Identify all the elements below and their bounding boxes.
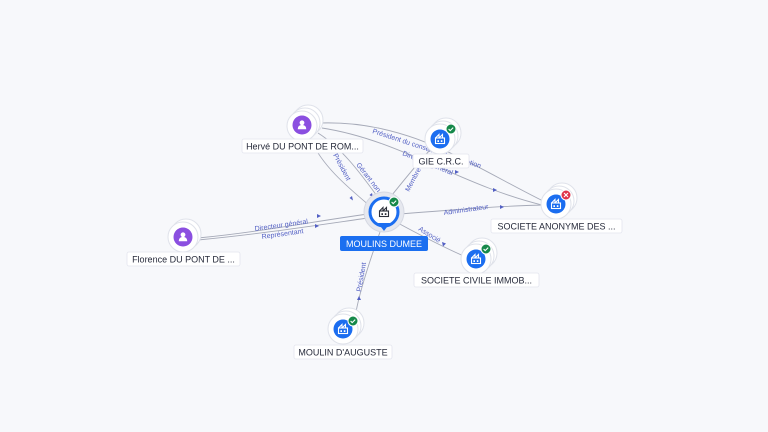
arrow-icon bbox=[315, 224, 319, 228]
svg-text:Président: Président bbox=[356, 262, 368, 292]
check-badge-icon bbox=[445, 123, 457, 135]
edge-arrows bbox=[315, 170, 504, 300]
node-herve[interactable]: Hervé DU PONT DE ROM... bbox=[241, 104, 364, 154]
edge-moulins-sci[interactable] bbox=[395, 221, 467, 258]
svg-text:Membre: Membre bbox=[405, 167, 423, 193]
node-label-auguste: MOULIN D'AUGUSTE bbox=[298, 348, 387, 358]
check-badge-icon bbox=[347, 315, 359, 327]
node-label-box bbox=[412, 153, 470, 169]
node-label-box bbox=[126, 251, 241, 267]
check-badge-icon bbox=[388, 196, 400, 208]
building-icon bbox=[378, 206, 390, 218]
edge-label-auguste-moulins: Président bbox=[356, 262, 368, 292]
node-sci[interactable]: SOCIETE CIVILE IMMOB... bbox=[413, 237, 540, 288]
edge-moulins-sa[interactable] bbox=[399, 204, 544, 215]
node-label-box bbox=[490, 218, 623, 234]
node-label-box bbox=[241, 138, 364, 154]
node-label-florence: Florence DU PONT DE ... bbox=[132, 255, 235, 265]
node-sa[interactable]: SOCIETE ANONYME DES ... bbox=[490, 182, 623, 234]
node-florence[interactable]: Florence DU PONT DE ... bbox=[126, 218, 241, 267]
node-label-box bbox=[293, 344, 393, 360]
node-label-sa: SOCIETE ANONYME DES ... bbox=[497, 222, 615, 232]
arrow-icon bbox=[317, 214, 321, 218]
node-label-box-main bbox=[340, 236, 428, 251]
node-gie[interactable]: GIE C.R.C. bbox=[412, 117, 470, 169]
edge-label-moulins-gie: Membre bbox=[405, 167, 423, 193]
edge-label-moulins-sa: Administrateur bbox=[443, 204, 489, 217]
arrow-icon bbox=[493, 188, 497, 192]
node-label-box bbox=[413, 272, 540, 288]
edge-florence-moulins-1[interactable] bbox=[197, 213, 369, 239]
edge-florence-moulins-2[interactable] bbox=[197, 217, 369, 241]
arrow-icon bbox=[500, 205, 504, 209]
node-label-herve: Hervé DU PONT DE ROM... bbox=[246, 142, 359, 152]
arrow-icon bbox=[442, 242, 446, 247]
check-badge-icon bbox=[480, 243, 492, 255]
arrow-icon bbox=[455, 170, 459, 174]
node-label-sci: SOCIETE CIVILE IMMOB... bbox=[421, 276, 532, 286]
node-label-moulins: MOULINS DUMEE bbox=[346, 239, 422, 249]
node-label-gie: GIE C.R.C. bbox=[418, 157, 463, 167]
arrow-icon bbox=[349, 196, 353, 201]
edge-label-herve-moulins-1: Président bbox=[331, 153, 351, 182]
node-moulins-main[interactable]: MOULINS DUMEE bbox=[340, 191, 428, 251]
svg-text:Administrateur: Administrateur bbox=[443, 204, 489, 217]
arrow-icon bbox=[357, 296, 361, 300]
svg-text:Président: Président bbox=[331, 153, 351, 182]
node-auguste[interactable]: MOULIN D'AUGUSTE bbox=[293, 307, 393, 360]
